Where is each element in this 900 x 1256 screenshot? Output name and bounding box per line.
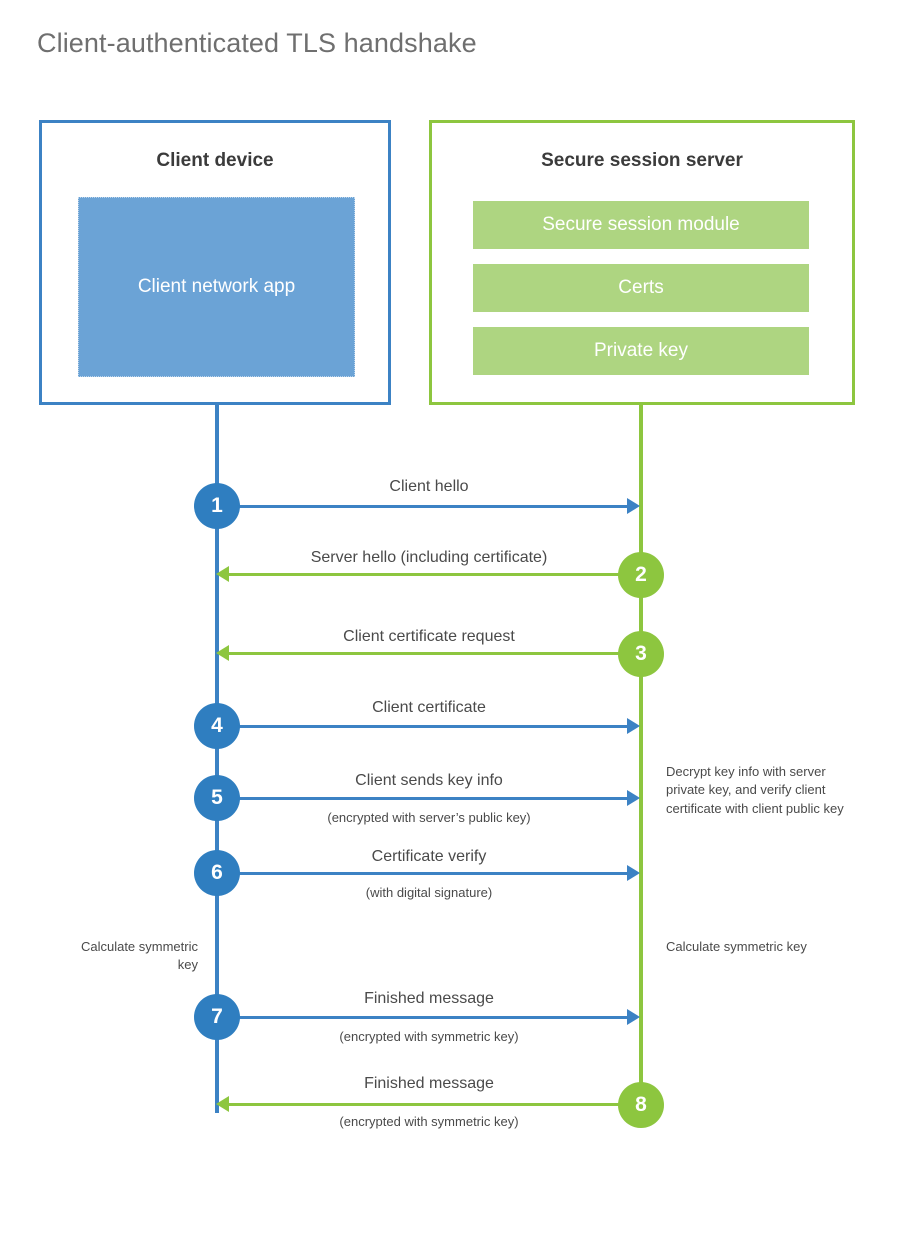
server-decrypt-annotation: Decrypt key info with server private key… — [666, 764, 844, 816]
step-5-arrow-head-icon — [627, 790, 640, 806]
step-8-arrow-head-icon — [216, 1096, 229, 1112]
step-2-label: Server hello (including certificate) — [310, 549, 548, 566]
step-8-arrow-line — [229, 1103, 641, 1106]
step-6-arrow-line — [217, 872, 629, 875]
step-5-label: Client sends key info — [355, 772, 503, 789]
step-4-label: Client certificate — [372, 699, 486, 716]
step-5-arrow-line — [217, 797, 629, 800]
page-title: Client-authenticated TLS handshake — [37, 28, 477, 58]
step-7-label: Finished message — [364, 990, 494, 1007]
step-5-circle: 5 — [194, 775, 240, 821]
step-2-arrow-head-icon — [216, 566, 229, 582]
step-8-circle: 8 — [618, 1082, 664, 1128]
server-lifeline — [639, 405, 643, 1105]
step-7-circle: 7 — [194, 994, 240, 1040]
client-device-box: Client device Client network app — [39, 120, 391, 405]
server-bar-private-key: Private key — [473, 327, 809, 375]
step-3-arrow-head-icon — [216, 645, 229, 661]
step-6-label: Certificate verify — [371, 848, 487, 865]
step-2-arrow-line — [229, 573, 641, 576]
step-3-label: Client certificate request — [343, 628, 515, 645]
step-4-circle: 4 — [194, 703, 240, 749]
client-network-app-block: Client network app — [78, 197, 355, 377]
secure-session-server-title: Secure session server — [541, 150, 743, 171]
client-device-title: Client device — [156, 150, 274, 171]
step-4-arrow-head-icon — [627, 718, 640, 734]
server-calculate-symmetric-key-note: Calculate symmetric key — [666, 939, 807, 954]
step-7-sublabel: (encrypted with symmetric key) — [339, 1029, 519, 1044]
step-3-circle: 3 — [618, 631, 664, 677]
secure-session-server-box: Secure session server Secure session mod… — [429, 120, 855, 405]
step-7-arrow-head-icon — [627, 1009, 640, 1025]
step-1-arrow-line — [217, 505, 629, 508]
server-bar-certs: Certs — [473, 264, 809, 312]
step-1-arrow-head-icon — [627, 498, 640, 514]
step-8-sublabel: (encrypted with symmetric key) — [339, 1114, 519, 1129]
step-3-arrow-line — [229, 652, 641, 655]
step-1-circle: 1 — [194, 483, 240, 529]
step-6-sublabel: (with digital signature) — [365, 885, 493, 900]
client-calculate-symmetric-key-note: Calculate symmetric key — [80, 939, 198, 973]
step-2-circle: 2 — [618, 552, 664, 598]
step-4-arrow-line — [217, 725, 629, 728]
step-6-circle: 6 — [194, 850, 240, 896]
client-lifeline — [215, 405, 219, 1113]
step-7-arrow-line — [217, 1016, 629, 1019]
server-bar-secure-session-module: Secure session module — [473, 201, 809, 249]
step-1-label: Client hello — [389, 478, 469, 495]
step-8-label: Finished message — [364, 1075, 494, 1092]
step-6-arrow-head-icon — [627, 865, 640, 881]
step-5-sublabel: (encrypted with server’s public key) — [327, 810, 531, 825]
